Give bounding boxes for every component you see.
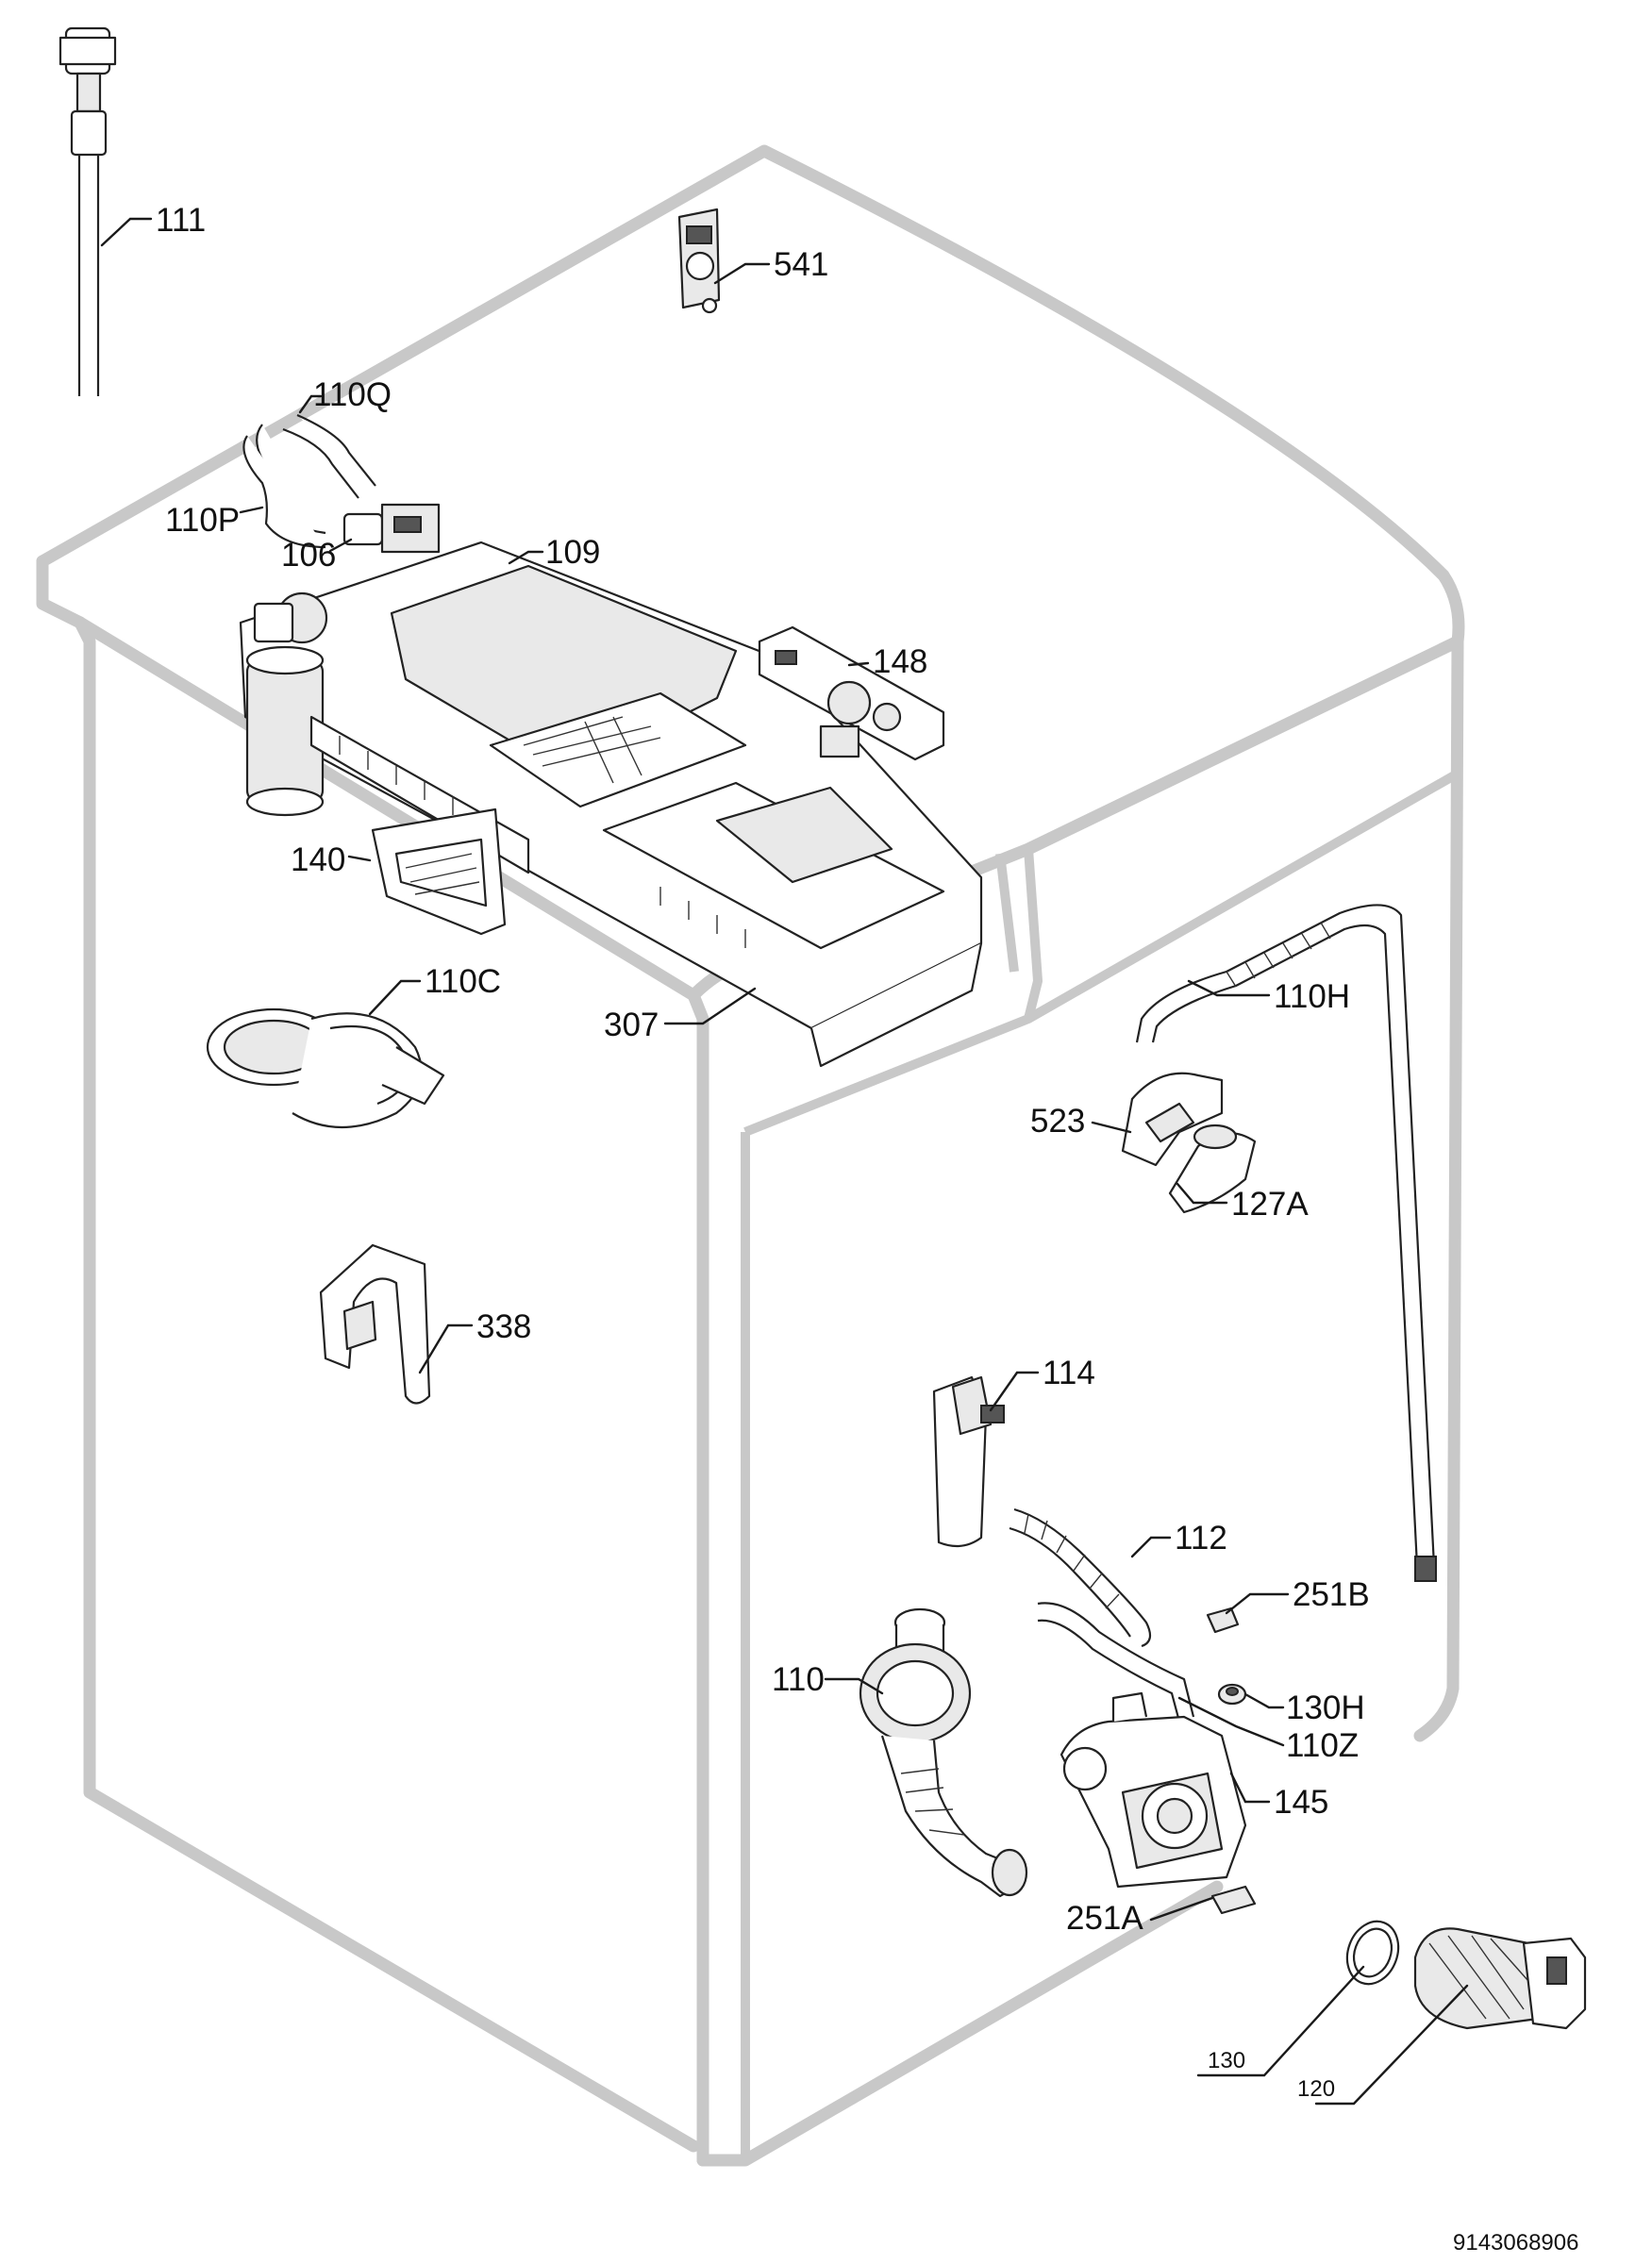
label-110Z: 110Z <box>1286 1727 1359 1764</box>
filter-120 <box>1413 1927 1587 2030</box>
label-148: 148 <box>873 643 927 680</box>
air-trap-114 <box>932 1375 1005 1548</box>
label-110H: 110H <box>1274 978 1350 1015</box>
label-114: 114 <box>1043 1355 1095 1391</box>
clip-251B <box>1206 1606 1240 1634</box>
label-523: 523 <box>1030 1103 1085 1140</box>
callout-labels: 111 541 110Q 110P 106 109 148 140 110C 3… <box>156 202 1578 2256</box>
hoses-110Q-110P <box>242 413 376 549</box>
label-145: 145 <box>1274 1784 1328 1821</box>
label-109: 109 <box>545 534 600 571</box>
label-112: 112 <box>1175 1520 1227 1556</box>
cover-127A <box>1168 1124 1257 1214</box>
label-111: 111 <box>156 202 206 239</box>
hose-clip-523 <box>1121 1072 1224 1167</box>
label-110C: 110C <box>425 963 501 1000</box>
label-307: 307 <box>604 1007 659 1043</box>
clip-251A <box>1210 1885 1257 1915</box>
label-110P: 110P <box>165 502 240 539</box>
label-140: 140 <box>291 841 345 878</box>
drawing-number: 9143068906 <box>1453 2230 1578 2256</box>
panel-bracket-148 <box>758 625 945 761</box>
hose-hook-338 <box>319 1243 431 1405</box>
label-130H: 130H <box>1286 1690 1365 1726</box>
label-120: 120 <box>1297 2076 1335 2102</box>
hose-110Z <box>1037 1602 1195 1723</box>
corrugated-hose-112 <box>1009 1507 1152 1648</box>
label-130: 130 <box>1208 2048 1245 2073</box>
cabinet-outline <box>36 144 1465 2167</box>
label-110: 110 <box>772 1661 825 1698</box>
bellows-110C <box>206 1007 445 1128</box>
bracket-541 <box>677 208 721 314</box>
label-541: 541 <box>774 246 828 283</box>
label-338: 338 <box>476 1308 531 1345</box>
label-110Q: 110Q <box>313 376 392 413</box>
cap-130H <box>1217 1683 1247 1706</box>
leader-lines <box>100 217 1469 2106</box>
pump-body-145 <box>1060 1691 1247 1889</box>
dispenser-housing-109-307 <box>239 541 983 1068</box>
inlet-hose-111 <box>58 26 117 396</box>
bracket-140 <box>371 807 507 936</box>
label-251A: 251A <box>1066 1900 1143 1937</box>
label-106: 106 <box>281 537 336 574</box>
o-ring-130 <box>1345 1920 1400 1986</box>
sump-hose-110 <box>859 1607 1028 1898</box>
valve-106 <box>342 503 441 554</box>
label-127A: 127A <box>1231 1186 1309 1223</box>
label-251B: 251B <box>1293 1576 1370 1613</box>
